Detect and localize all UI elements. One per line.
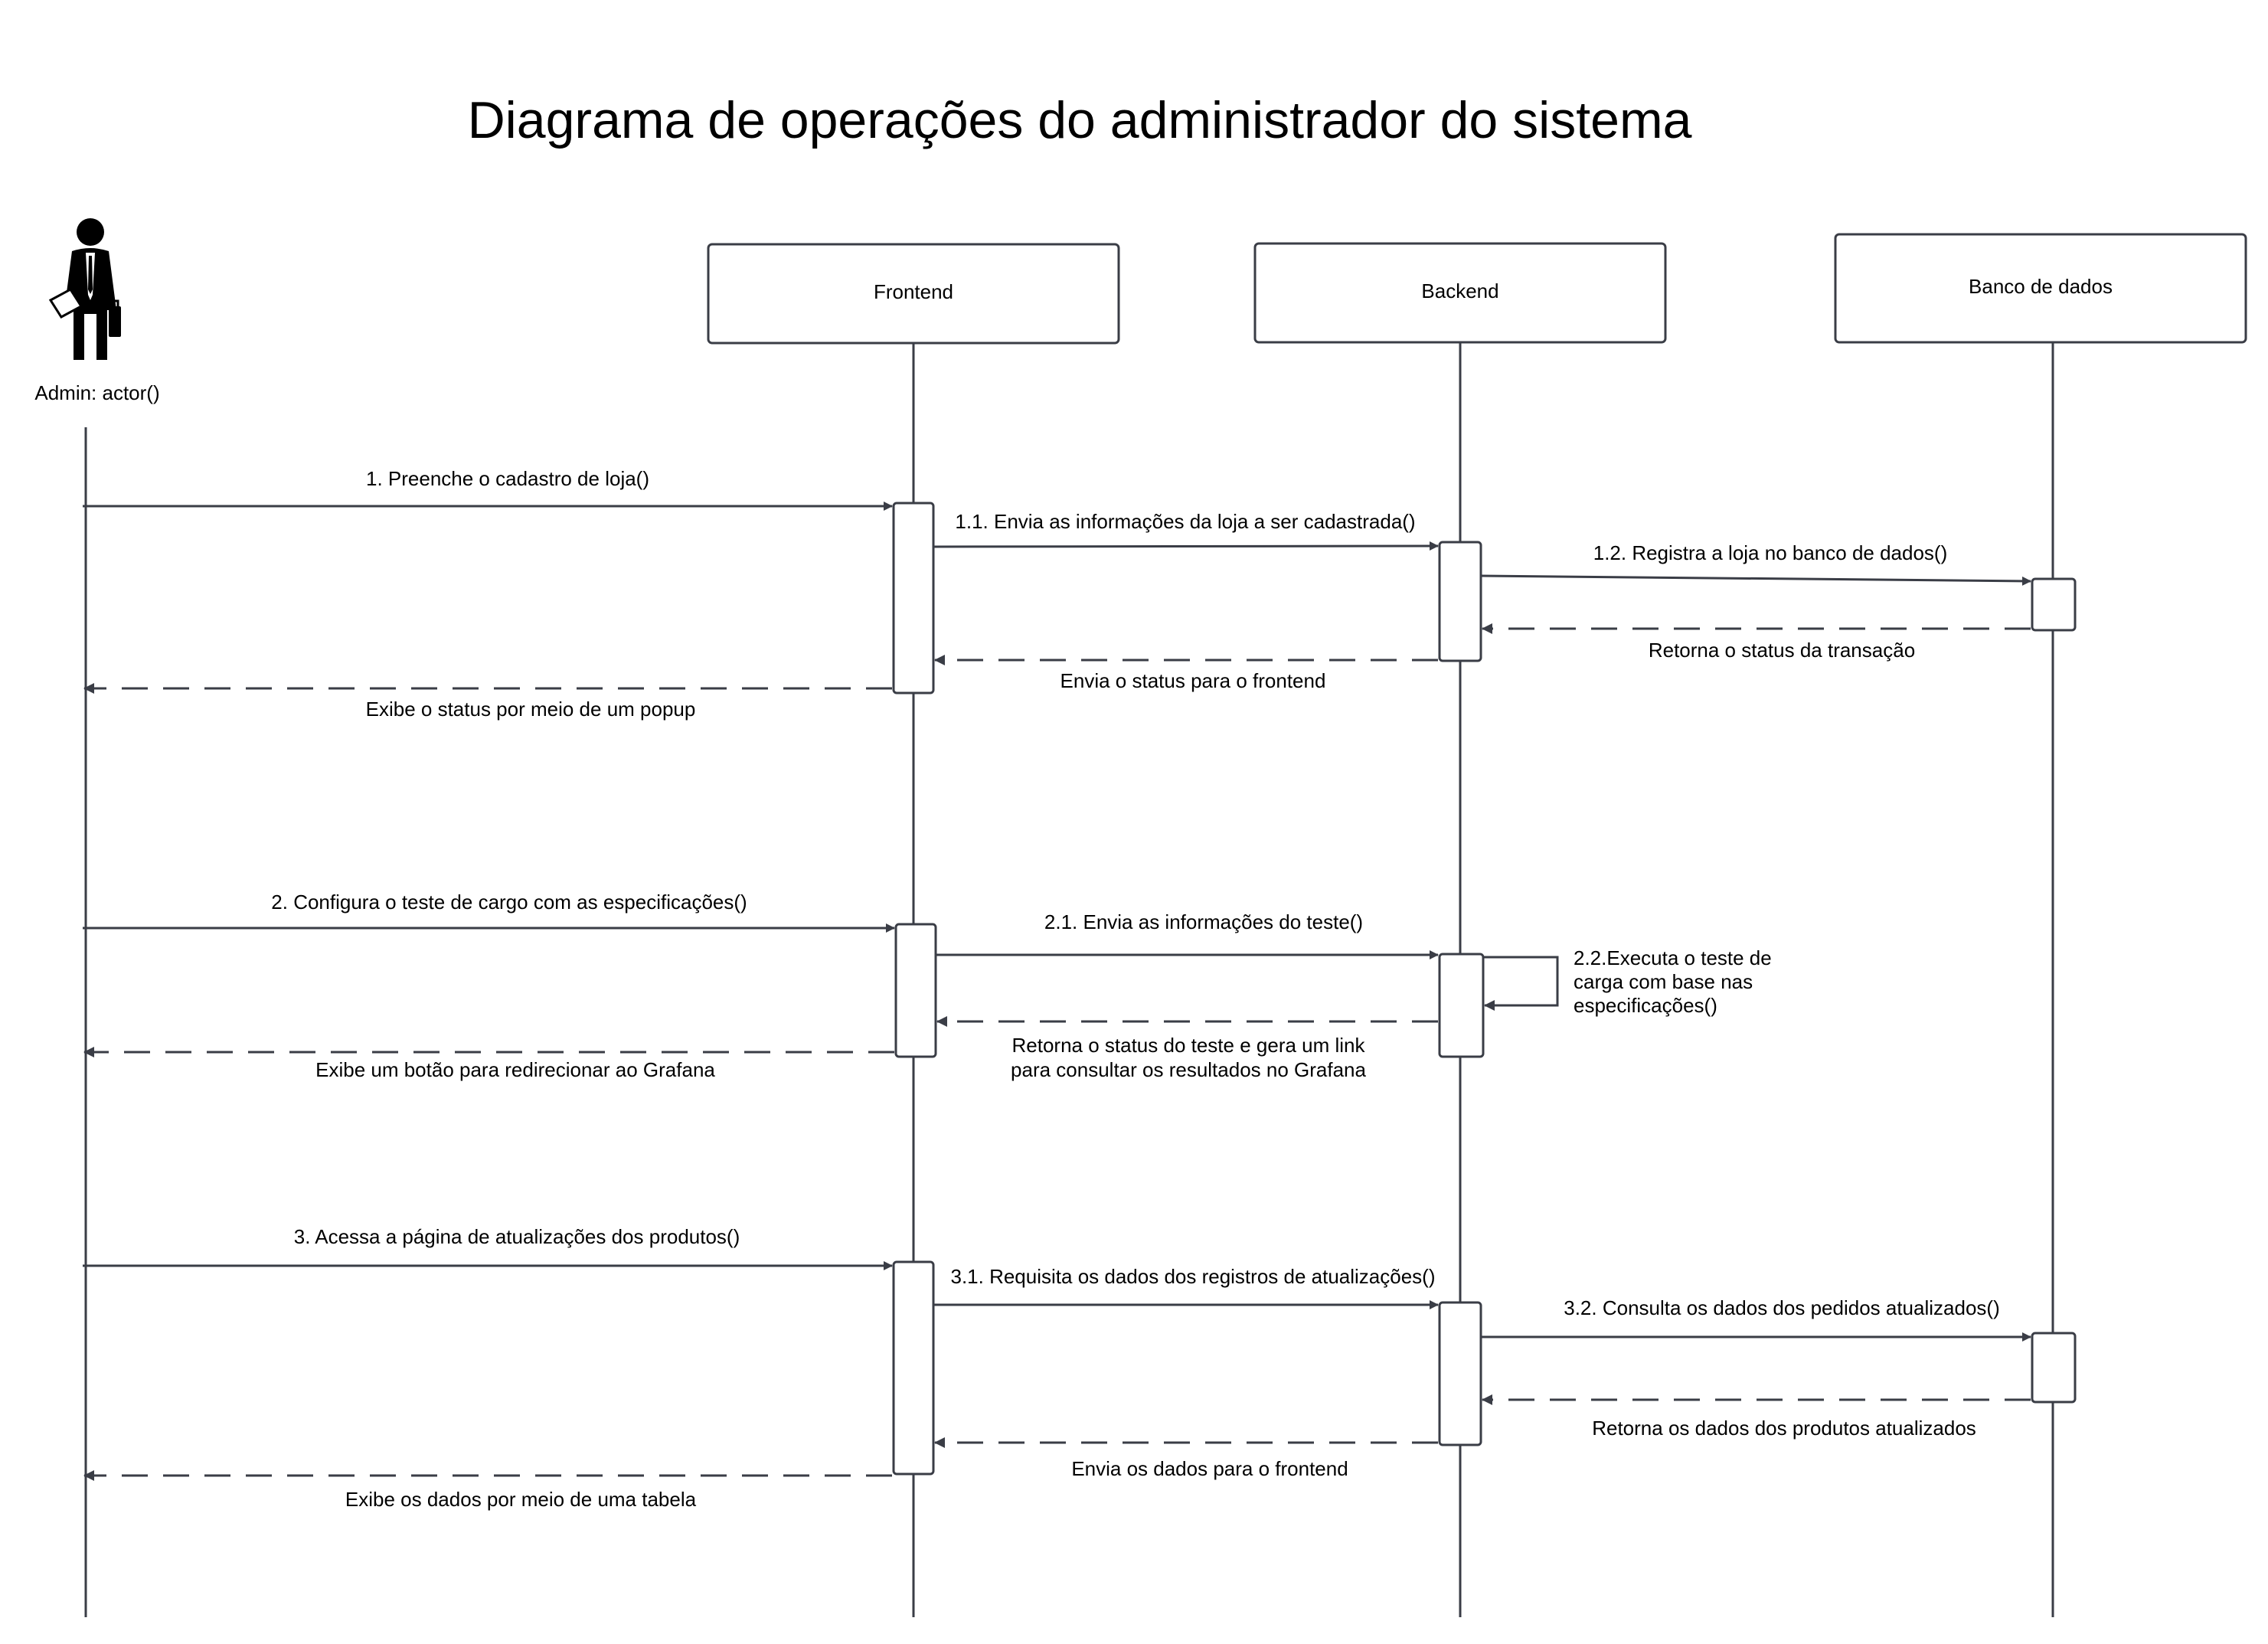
self-message-2-2-label-line3: especificações() bbox=[1574, 994, 1717, 1017]
message-1-label: 1. Preenche o cadastro de loja() bbox=[366, 467, 649, 490]
return-3-frontend-label: Exibe os dados por meio de uma tabela bbox=[345, 1488, 697, 1511]
return-1-db-label: Retorna o status da transação bbox=[1649, 639, 1915, 662]
participant-label: Banco de dados bbox=[1969, 275, 2113, 298]
activation-frontend-2 bbox=[894, 923, 937, 1058]
message-1-2-label: 1.2. Registra a loja no banco de dados() bbox=[1593, 541, 1948, 564]
actor-admin: Admin: actor() bbox=[34, 218, 160, 404]
return-3-db-label: Retorna os dados dos produtos atualizado… bbox=[1592, 1417, 1976, 1440]
message-2-label: 2. Configura o teste de cargo com as esp… bbox=[271, 891, 747, 914]
activation-frontend-3 bbox=[892, 1260, 935, 1476]
self-message-2-2-label-line2: carga com base nas bbox=[1574, 970, 1753, 993]
participant-frontend: Frontend bbox=[707, 243, 1120, 345]
participant-backend: Backend bbox=[1253, 242, 1667, 344]
self-message-2-2-label-line1: 2.2.Executa o teste de bbox=[1574, 946, 1772, 969]
message-2-1-label: 2.1. Envia as informações do teste() bbox=[1044, 910, 1363, 933]
participant-label: Frontend bbox=[874, 280, 953, 303]
self-message-2-2 bbox=[1483, 956, 1559, 1011]
businessman-icon bbox=[48, 218, 121, 360]
message-3-2-label: 3.2. Consulta os dados dos pedidos atual… bbox=[1564, 1296, 1999, 1319]
message-3-label: 3. Acessa a página de atualizações dos p… bbox=[294, 1225, 740, 1248]
activation-backend-1 bbox=[1438, 541, 1482, 662]
return-3-backend-label: Envia os dados para o frontend bbox=[1071, 1457, 1348, 1480]
return-2-backend-label-line1: Retorna o status do teste e gera um link bbox=[1011, 1034, 1365, 1057]
diagram-title: Diagrama de operações do administrador d… bbox=[468, 91, 1692, 149]
return-2-frontend-label: Exibe um botão para redirecionar ao Graf… bbox=[315, 1058, 715, 1081]
activation-database-3 bbox=[2031, 1332, 2077, 1404]
return-2-backend-label-line2: para consultar os resultados no Grafana bbox=[1011, 1058, 1366, 1081]
return-1-frontend-label: Exibe o status por meio de um popup bbox=[366, 698, 696, 721]
message-1-1 bbox=[933, 541, 1439, 551]
actor-label: Admin: actor() bbox=[34, 381, 159, 404]
activation-backend-2 bbox=[1438, 953, 1485, 1058]
participant-database: Banco de dados bbox=[1834, 233, 2247, 344]
message-3-1-label: 3.1. Requisita os dados dos registros de… bbox=[950, 1265, 1435, 1288]
participant-label: Backend bbox=[1421, 279, 1498, 302]
activation-frontend-1 bbox=[892, 502, 935, 695]
message-1-2 bbox=[1480, 574, 2031, 586]
activation-backend-3 bbox=[1438, 1301, 1482, 1446]
activation-database-1 bbox=[2031, 577, 2077, 632]
return-1-backend-label: Envia o status para o frontend bbox=[1060, 669, 1326, 692]
message-1-1-label: 1.1. Envia as informações da loja a ser … bbox=[955, 510, 1415, 533]
